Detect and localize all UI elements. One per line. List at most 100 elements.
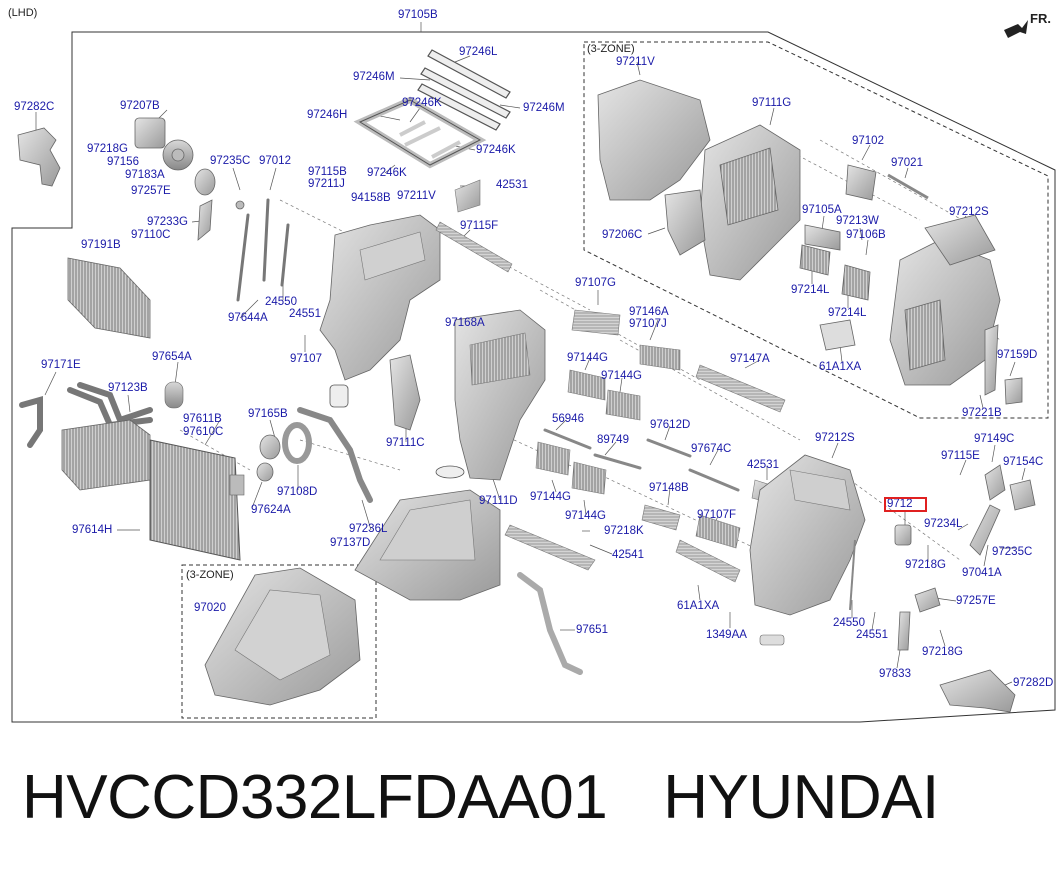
part-label-42531-lower[interactable]: 42531 — [747, 459, 779, 471]
part-label-97146a[interactable]: 97146A — [629, 306, 669, 318]
part-label-97149c[interactable]: 97149C — [974, 433, 1015, 445]
part-label-97624a[interactable]: 97624A — [251, 504, 291, 516]
part-label-97213w[interactable]: 97213W — [836, 215, 879, 227]
part-label-97144g[interactable]: 97144G — [567, 352, 608, 364]
part-label-97159d[interactable]: 97159D — [997, 349, 1038, 361]
part-label-97214l[interactable]: 97214L — [791, 284, 830, 296]
part-label-97137d[interactable]: 97137D — [330, 537, 371, 549]
part-label-97611b[interactable]: 97611B — [183, 413, 222, 425]
part-label-97144g-2[interactable]: 97144G — [601, 370, 642, 382]
part-label-97833[interactable]: 97833 — [879, 668, 911, 680]
actuator-cluster — [134, 117, 245, 241]
part-label-97115b[interactable]: 97115B — [308, 166, 347, 178]
part-label-97257e[interactable]: 97257E — [131, 185, 171, 197]
part-label-42531[interactable]: 42531 — [496, 179, 528, 191]
part-label-61a1xa[interactable]: 61A1XA — [677, 600, 720, 612]
part-label-97107f[interactable]: 97107F — [697, 509, 737, 521]
part-label-97115f[interactable]: 97115F — [460, 220, 499, 232]
part-label-97214l-2[interactable]: 97214L — [828, 307, 867, 319]
part-label-94158b[interactable]: 94158B — [351, 192, 391, 204]
part-label-97105b[interactable]: 97105B — [398, 9, 438, 21]
part-label-1349aa[interactable]: 1349AA — [706, 629, 747, 641]
part-label-97102[interactable]: 97102 — [852, 135, 884, 147]
shafts — [543, 428, 740, 492]
part-label-97115e[interactable]: 97115E — [941, 450, 980, 462]
part-label-97282c[interactable]: 97282C — [14, 101, 55, 113]
part-label-97246k-lower[interactable]: 97246K — [367, 167, 407, 179]
part-label-97144g-4[interactable]: 97144G — [565, 510, 606, 522]
part-label-97123b[interactable]: 97123B — [108, 382, 148, 394]
heater-core-97123b — [61, 419, 151, 491]
part-label-97107g[interactable]: 97107G — [575, 277, 616, 289]
part-label-97246l[interactable]: 97246L — [459, 46, 498, 58]
part-label-97212s[interactable]: 97212S — [949, 206, 989, 218]
part-label-97610c[interactable]: 97610C — [183, 426, 224, 438]
part-label-97235c[interactable]: 97235C — [210, 155, 251, 167]
part-label-24551[interactable]: 24551 — [289, 308, 321, 320]
part-label-97282d[interactable]: 97282D — [1013, 677, 1054, 689]
part-label-61a1xa-zone[interactable]: 61A1XA — [819, 361, 862, 373]
part-label-97614h[interactable]: 97614H — [72, 524, 113, 536]
part-label-97246k[interactable]: 97246K — [402, 97, 442, 109]
part-label-97107j[interactable]: 97107J — [629, 318, 667, 330]
part-label-97211v-zone[interactable]: 97211V — [616, 56, 655, 68]
part-label-97012[interactable]: 97012 — [259, 155, 291, 167]
part-label-97211v[interactable]: 97211V — [397, 190, 436, 202]
part-label-97105a[interactable]: 97105A — [802, 204, 842, 216]
part-label-97154c[interactable]: 97154C — [1003, 456, 1044, 468]
part-label-97108d[interactable]: 97108D — [277, 486, 318, 498]
part-label-89749[interactable]: 89749 — [597, 434, 629, 446]
part-label-97206c[interactable]: 97206C — [602, 229, 643, 241]
part-label-97612d[interactable]: 97612D — [650, 419, 691, 431]
part-label-97144g-3[interactable]: 97144G — [530, 491, 571, 503]
part-label-97218g[interactable]: 97218G — [87, 143, 128, 155]
part-label-97148b[interactable]: 97148B — [649, 482, 689, 494]
part-label-97106b[interactable]: 97106B — [846, 229, 886, 241]
part-label-97041a[interactable]: 97041A — [962, 567, 1002, 579]
part-label-97235c-right[interactable]: 97235C — [992, 546, 1033, 558]
part-label-97183a[interactable]: 97183A — [125, 169, 165, 181]
part-label-97211j[interactable]: 97211J — [308, 178, 345, 190]
filter-97191b — [67, 257, 151, 339]
part-label-97246m-right[interactable]: 97246M — [523, 102, 565, 114]
part-label-97233g[interactable]: 97233G — [147, 216, 188, 228]
part-label-97107[interactable]: 97107 — [290, 353, 322, 365]
part-label-97110c[interactable]: 97110C — [131, 229, 171, 241]
part-label-97156[interactable]: 97156 — [107, 156, 139, 168]
part-label-97218k[interactable]: 97218K — [604, 525, 644, 537]
part-label-97207b[interactable]: 97207B — [120, 100, 160, 112]
part-label-24550[interactable]: 24550 — [265, 296, 297, 308]
part-label-97218g-lower[interactable]: 97218G — [922, 646, 963, 658]
part-label-97111c[interactable]: 97111C — [386, 437, 425, 449]
part-label-97246m[interactable]: 97246M — [353, 71, 395, 83]
part-label-97246h[interactable]: 97246H — [307, 109, 348, 121]
sensor-97654a — [164, 381, 184, 409]
part-label-97257e-right[interactable]: 97257E — [956, 595, 996, 607]
part-label-56946[interactable]: 56946 — [552, 413, 584, 425]
part-label-97111g[interactable]: 97111G — [752, 97, 792, 109]
part-label-97644a[interactable]: 97644A — [228, 312, 268, 324]
part-label-97168a[interactable]: 97168A — [445, 317, 485, 329]
part-label-97111d[interactable]: 97111D — [479, 495, 518, 507]
part-label-97021[interactable]: 97021 — [891, 157, 923, 169]
part-label-97171e[interactable]: 97171E — [41, 359, 81, 371]
part-label-42541[interactable]: 42541 — [612, 549, 644, 561]
part-label-97218g-right[interactable]: 97218G — [905, 559, 946, 571]
part-label-97654a[interactable]: 97654A — [152, 351, 192, 363]
part-label-97212s-lower[interactable]: 97212S — [815, 432, 855, 444]
part-label-97674c[interactable]: 97674C — [691, 443, 732, 455]
duct-97282c — [17, 127, 61, 187]
part-label-24551-right[interactable]: 24551 — [856, 629, 888, 641]
part-label-97651[interactable]: 97651 — [576, 624, 608, 636]
part-label-97221b[interactable]: 97221B — [962, 407, 1002, 419]
part-label-97236l[interactable]: 97236L — [349, 523, 388, 535]
part-label-97234l[interactable]: 97234L — [924, 518, 963, 530]
part-label-24550-right[interactable]: 24550 — [833, 617, 865, 629]
part-label-97246k-right[interactable]: 97246K — [476, 144, 516, 156]
part-label-97165b[interactable]: 97165B — [248, 408, 288, 420]
part-label-97191b[interactable]: 97191B — [81, 239, 121, 251]
part-label-9712x-highlighted[interactable]: 9712 — [884, 497, 927, 512]
part-label-97147a[interactable]: 97147A — [730, 353, 770, 365]
part-label-97020[interactable]: 97020 — [194, 602, 226, 614]
